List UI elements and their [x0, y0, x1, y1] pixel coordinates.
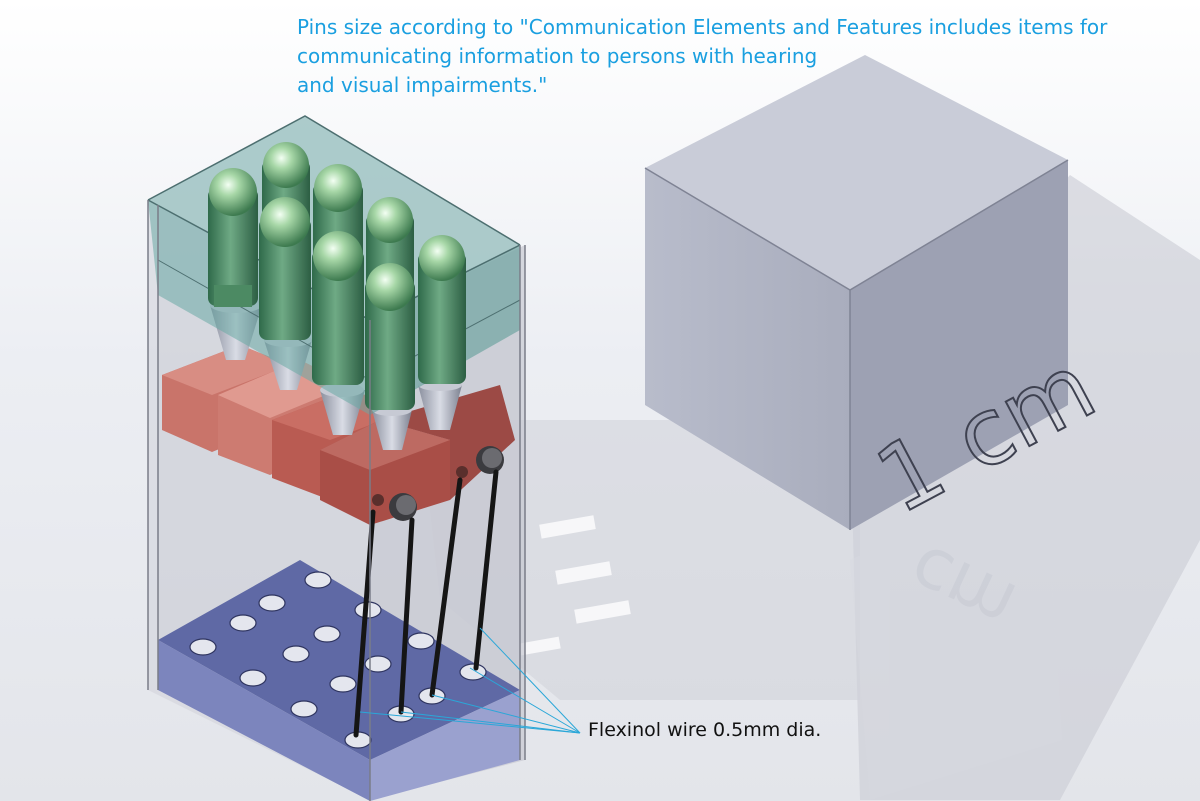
braille-pin [365, 263, 415, 410]
cube-left-face [645, 168, 850, 530]
base-holes [189, 571, 487, 749]
braille-pins [208, 142, 466, 410]
caption-line-2: communicating information to persons wit… [297, 44, 818, 68]
wire-pulleys [372, 446, 504, 521]
braille-pin [259, 197, 311, 340]
braille-pin [208, 168, 258, 307]
housing-edges [147, 200, 526, 801]
wire-callout-label: Flexinol wire 0.5mm dia. [588, 719, 822, 741]
cube-right-face [850, 160, 1068, 530]
base-plate [158, 560, 520, 801]
cube-top-face [645, 55, 1068, 290]
braille-module [147, 115, 526, 801]
callout-leader-lines [359, 627, 581, 734]
braille-pin [312, 231, 364, 385]
cube-reflection: cm [850, 470, 1062, 800]
braille-pin [418, 235, 466, 384]
caption-line-1: Pins size according to "Communication El… [297, 15, 1108, 39]
caption-line-3: and visual impairments." [297, 73, 548, 97]
caption-text: Pins size according to "Communication El… [297, 13, 1177, 100]
